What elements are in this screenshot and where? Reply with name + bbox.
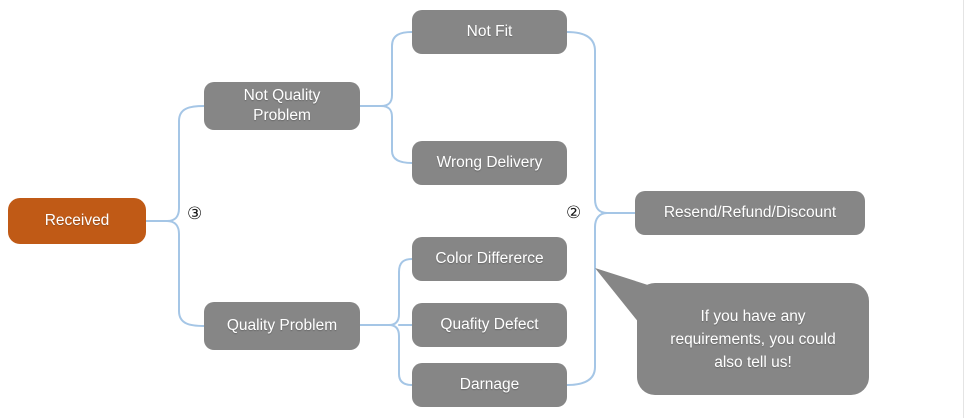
node-label: Received — [44, 211, 110, 229]
connector-brace-qp — [388, 258, 413, 386]
connector-brace-nqp — [380, 31, 413, 164]
node-not-quality-problem: Not Quality Problem — [204, 82, 360, 130]
node-damage: Darnage — [412, 363, 567, 407]
node-quality-defect: Quafity Defect — [412, 303, 567, 347]
node-label: Darnage — [459, 375, 520, 393]
node-label: Not Quality Problem — [243, 86, 321, 124]
node-received: Received — [8, 198, 146, 244]
page-edge-line — [963, 0, 964, 418]
callout-text: If you have any requirements, you could … — [670, 307, 836, 371]
node-label: Not Fit — [466, 22, 513, 40]
circled-number-3: ③ — [187, 204, 203, 223]
node-label: Resend/Refund/Discount — [663, 203, 837, 221]
connector-brace-received — [166, 105, 205, 327]
node-label: Wrong Delivery — [436, 153, 543, 171]
node-wrong-delivery: Wrong Delivery — [412, 141, 567, 185]
node-color-difference: Color Differerce — [412, 237, 567, 281]
node-label: Quafity Defect — [440, 315, 539, 333]
node-label: Color Differerce — [435, 249, 544, 267]
node-resolution: Resend/Refund/Discount — [635, 191, 865, 235]
node-label: Quality Problem — [226, 316, 338, 334]
node-not-fit: Not Fit — [412, 10, 567, 54]
node-quality-problem: Quality Problem — [204, 302, 360, 350]
callout-bubble: If you have any requirements, you could … — [637, 283, 869, 395]
circled-number-2: ② — [566, 203, 582, 222]
